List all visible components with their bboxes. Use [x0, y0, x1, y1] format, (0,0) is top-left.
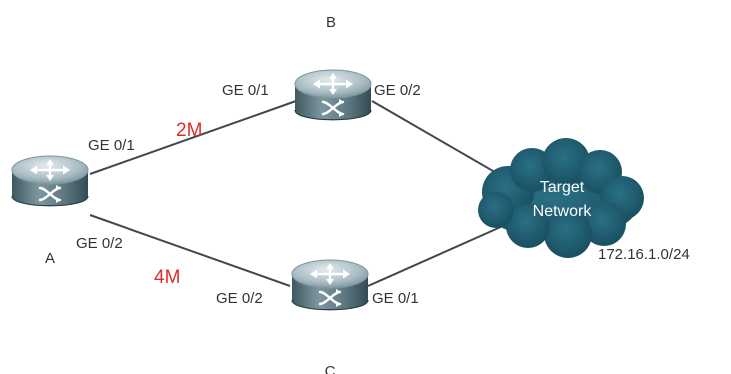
router-a-port-ge01: GE 0/1 — [88, 137, 135, 154]
router-icon — [10, 154, 90, 207]
target-network-label-line1: Target — [540, 179, 585, 196]
router-b-port-ge01: GE 0/1 — [222, 82, 269, 99]
link-a-c-bandwidth: 4M — [154, 267, 180, 288]
router-c-name: C — [325, 363, 336, 374]
target-network-subnet: 172.16.1.0/24 — [598, 246, 690, 263]
link-a-b-bandwidth: 2M — [176, 120, 202, 141]
router-icon — [290, 258, 370, 311]
link-a-c — [89, 214, 291, 287]
link-a-b — [89, 100, 297, 175]
link-c-target — [367, 221, 513, 287]
router-a-name: A — [45, 250, 55, 267]
cloud-icon: Target Network — [478, 138, 644, 258]
router-a-port-ge02: GE 0/2 — [76, 235, 123, 252]
router-icon — [293, 68, 373, 121]
links-layer — [89, 100, 513, 287]
target-network-label-line2: Network — [533, 203, 593, 220]
router-c-port-ge02: GE 0/2 — [216, 290, 263, 307]
link-b-target — [371, 100, 513, 183]
router-c-port-ge01: GE 0/1 — [372, 290, 419, 307]
router-b-name: B — [326, 14, 336, 31]
router-b-port-ge02: GE 0/2 — [374, 82, 421, 99]
